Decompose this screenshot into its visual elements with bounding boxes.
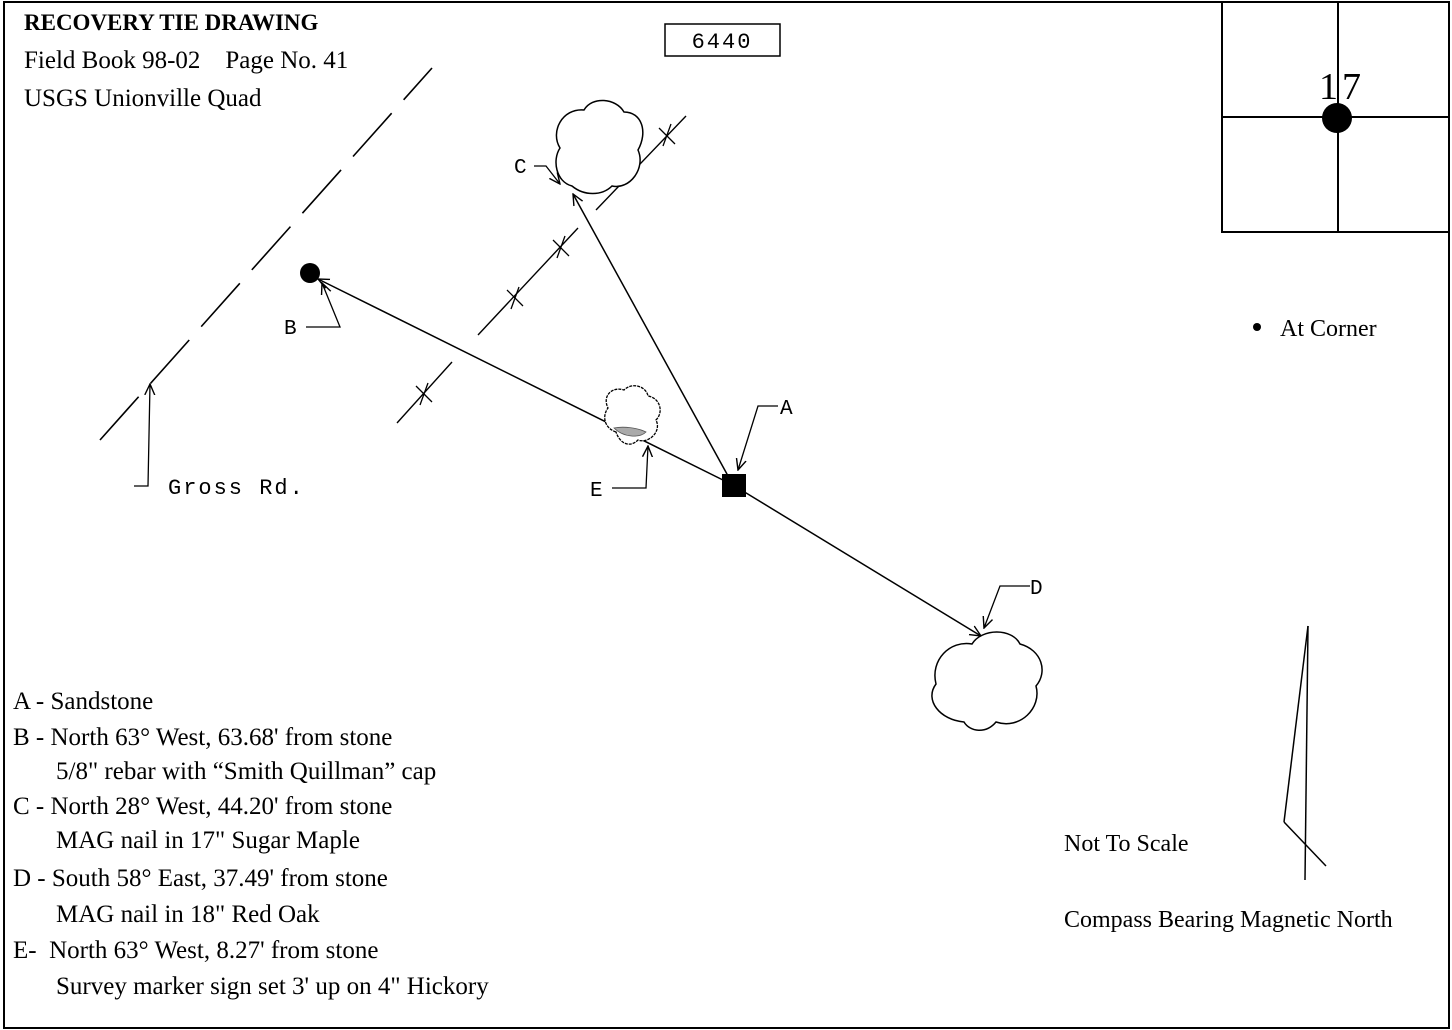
- point-b-rebar-marker: [300, 263, 320, 283]
- note-d-bearing: D - South 58° East, 37.49' from stone: [13, 865, 388, 892]
- point-d-tree: [931, 631, 1043, 731]
- note-c-detail: MAG nail in 17" Sugar Maple: [56, 827, 360, 854]
- point-d-label: D: [1030, 578, 1043, 601]
- note-c-bearing: C - North 28° West, 44.20' from stone: [13, 793, 392, 820]
- note-d-detail: MAG nail in 18" Red Oak: [56, 901, 320, 928]
- road-leader: [134, 384, 150, 487]
- tie-line-b: [318, 279, 734, 486]
- fence-line: [396, 115, 687, 424]
- tie-notes: A - Sandstone B - North 63° West, 63.68'…: [13, 688, 489, 1000]
- road-label: Gross Rd.: [168, 476, 305, 501]
- point-c-tree: [555, 99, 644, 195]
- note-e-bearing: E- North 63° West, 8.27' from stone: [13, 937, 378, 964]
- point-a-leader: [738, 405, 778, 470]
- point-a-stone-marker: [722, 474, 746, 497]
- page-border: [3, 1, 1450, 1029]
- tie-line-c: [573, 194, 734, 486]
- corner-legend-dot: [1253, 323, 1261, 331]
- drawing-title: RECOVERY TIE DRAWING: [24, 10, 319, 35]
- north-arrow-icon: [1283, 625, 1327, 881]
- quad-line: USGS Unionville Quad: [24, 85, 262, 112]
- point-e-tree-shading: [613, 426, 647, 437]
- point-a-label: A: [780, 398, 793, 421]
- section-grid: 17: [1221, 1, 1450, 233]
- point-e-label: E: [590, 480, 603, 503]
- note-b-bearing: B - North 63° West, 63.68' from stone: [13, 724, 392, 751]
- scale-note: Not To Scale: [1064, 831, 1189, 857]
- point-c-leader: [534, 165, 560, 184]
- point-e-leader: [612, 446, 648, 489]
- note-a: A - Sandstone: [13, 688, 153, 715]
- station-number-box: 6440: [664, 23, 781, 57]
- note-b-detail: 5/8" rebar with “Smith Quillman” cap: [56, 758, 436, 785]
- road-line: [99, 67, 433, 441]
- point-b-label: B: [284, 318, 297, 341]
- field-book-line: Field Book 98-02 Page No. 41: [24, 47, 348, 74]
- tie-line-d: [732, 484, 981, 636]
- point-b-leader: [306, 283, 341, 328]
- section-number: 17: [1319, 66, 1365, 108]
- station-number: 6440: [692, 30, 753, 55]
- note-e-detail: Survey marker sign set 3' up on 4" Hicko…: [56, 973, 489, 1000]
- point-c-label: C: [514, 157, 527, 180]
- bearing-note: Compass Bearing Magnetic North: [1064, 907, 1393, 933]
- point-d-leader: [984, 585, 1030, 628]
- corner-legend-label: At Corner: [1280, 316, 1377, 342]
- section-corner-dot: [1322, 103, 1352, 133]
